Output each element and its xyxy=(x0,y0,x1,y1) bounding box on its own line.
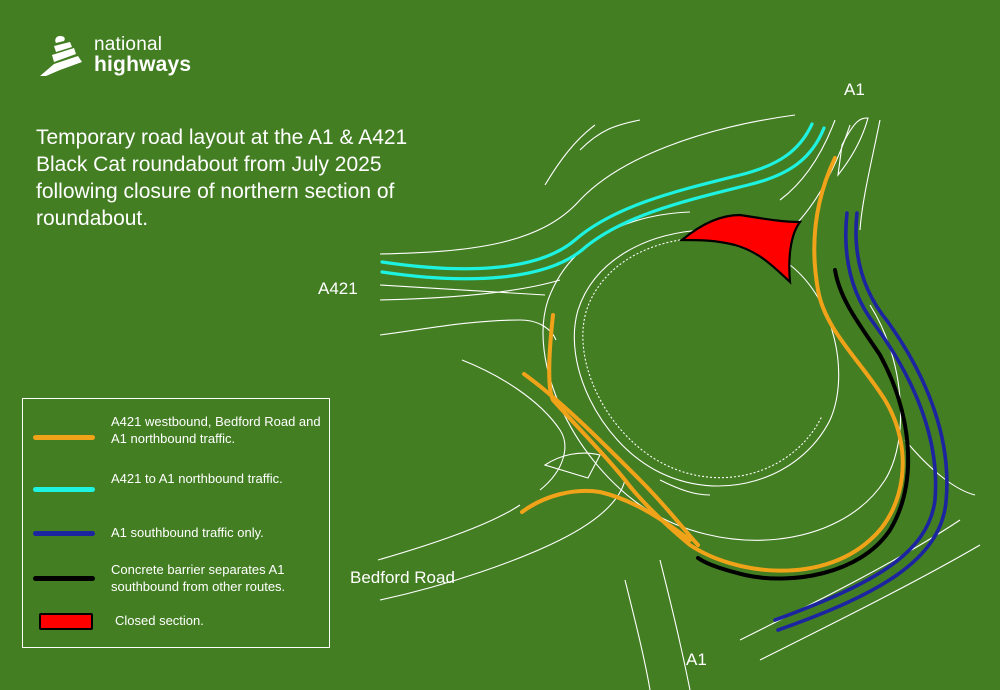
a421-slip-west xyxy=(379,319,557,341)
national-highways-logo-icon xyxy=(40,36,82,76)
inner-south-link xyxy=(659,479,711,496)
bedford-road-edge-2 xyxy=(379,479,626,601)
bedford-road-slip-1 xyxy=(461,359,566,491)
north-splitter-island xyxy=(837,117,869,177)
blue-route-line-1 xyxy=(773,211,938,622)
label-a421: A421 xyxy=(318,279,358,298)
a421-lane-edge xyxy=(379,284,546,296)
legend-text-red: Closed section. xyxy=(115,613,204,628)
cyan-route-line-1 xyxy=(380,122,814,271)
legend-text-orange: A421 westbound, Bedford Road and A1 nort… xyxy=(111,414,321,446)
a421-north-edge xyxy=(379,114,796,255)
legend-swatch-red xyxy=(39,613,93,630)
logo-line-national: national xyxy=(94,34,163,55)
north-a1-edge xyxy=(859,119,881,231)
concrete-barrier xyxy=(696,268,911,581)
legend-text-blue: A1 southbound traffic only. xyxy=(111,525,264,540)
orange-route-bedford xyxy=(520,488,692,542)
legend: A421 westbound, Bedford Road and A1 nort… xyxy=(22,398,330,648)
logo-wordmark: national highways xyxy=(94,35,191,75)
legend-swatch-orange xyxy=(33,435,95,440)
bedford-road-edge-1 xyxy=(377,504,521,561)
legend-text-black: Concrete barrier separates A1 southbound… xyxy=(111,562,286,594)
bedford-splitter-island xyxy=(543,452,601,479)
label-a1-north: A1 xyxy=(844,80,865,99)
south-a1-east-edge-2 xyxy=(759,544,981,661)
east-slip xyxy=(904,439,976,496)
legend-text-cyan: A421 to A1 northbound traffic. xyxy=(111,471,283,486)
cyan-route-line-2 xyxy=(380,126,826,281)
south-a1-west-edge xyxy=(624,579,651,690)
logo-line-highways: highways xyxy=(94,53,192,76)
label-bedford-road: Bedford Road xyxy=(350,568,455,587)
orange-route xyxy=(520,156,905,573)
orange-route-main xyxy=(547,156,905,573)
blue-route-line-2 xyxy=(776,211,949,632)
south-a1-mid-edge xyxy=(659,559,691,690)
blue-route xyxy=(773,211,949,632)
road-outlines xyxy=(377,114,981,690)
orange-route-a421-link xyxy=(522,372,700,547)
cyan-route xyxy=(380,122,826,281)
legend-swatch-cyan xyxy=(33,487,95,492)
roundabout-island-hatch xyxy=(582,237,823,479)
label-a1-south: A1 xyxy=(686,650,707,669)
map-title: Temporary road layout at the A1 & A421 B… xyxy=(36,126,408,230)
a421-curve-top-2 xyxy=(579,119,641,151)
roundabout-island-inner xyxy=(573,229,840,487)
a421-curve-top xyxy=(544,124,596,186)
closed-section xyxy=(678,213,803,285)
north-slip-1 xyxy=(779,119,836,201)
a421-south-edge xyxy=(379,279,561,301)
roundabout-outer-edge xyxy=(542,211,902,541)
legend-swatch-blue xyxy=(33,531,95,536)
legend-swatch-black xyxy=(33,576,95,581)
national-highways-logo: national highways xyxy=(36,32,191,78)
